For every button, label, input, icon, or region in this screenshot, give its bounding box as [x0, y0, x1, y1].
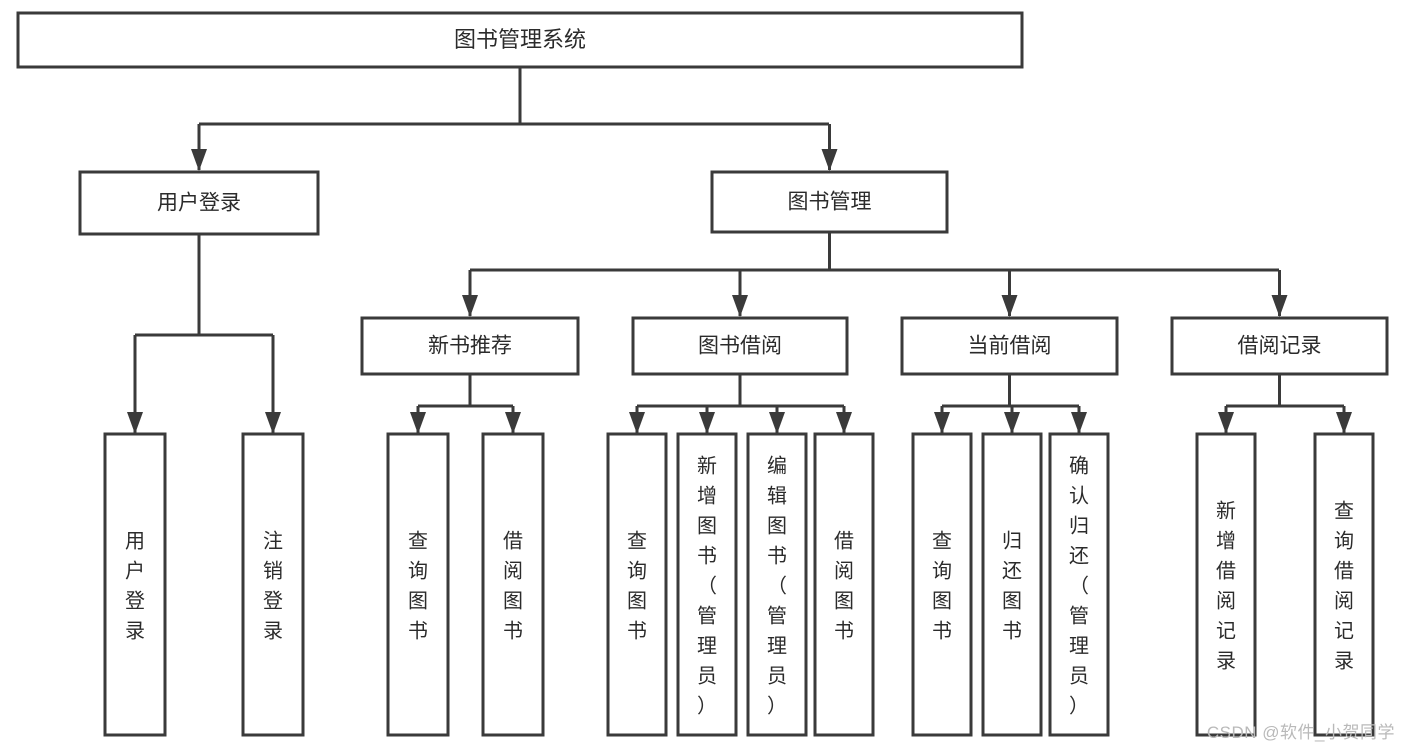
node-root-图书管理系统-label: 图书管理系统: [454, 27, 586, 52]
node-leaf-当前借阅-归还图书-label: 归还图书: [1002, 530, 1022, 643]
node-leaf-新书推荐-查询图书-label: 查询图书: [408, 530, 428, 643]
arrow-head-icon: [191, 149, 207, 171]
node-leaf-当前借阅-确认归还管理员-box: [1048, 432, 1110, 737]
node-leaf-新书推荐-查询图书[interactable]: 查询图书: [386, 432, 450, 737]
node-leaf-用户登录-注销登录-label: 注销登录: [263, 530, 283, 643]
node-leaf-图书借阅-借阅图书[interactable]: 借阅图书: [813, 432, 875, 737]
node-leaf-图书借阅-编辑图书管理员-label: 编辑图书（管理员）: [767, 455, 787, 718]
node-l2-用户登录-box: [78, 170, 320, 236]
node-leaf-图书借阅-新增图书管理员[interactable]: 新增图书（管理员）: [676, 432, 738, 737]
node-l3-图书借阅[interactable]: 图书借阅: [631, 316, 849, 376]
arrow-head-icon: [934, 412, 950, 434]
arrow-head-icon: [769, 412, 785, 434]
node-leaf-借阅记录-新增借阅记录-label: 新增借阅记录: [1216, 500, 1236, 673]
connector-layer: [127, 67, 1352, 434]
node-leaf-当前借阅-确认归还管理员-label: 确认归还（管理员）: [1069, 455, 1089, 718]
node-leaf-图书借阅-新增图书管理员-box: [676, 432, 738, 737]
arrow-head-icon: [1271, 295, 1288, 317]
node-l2-用户登录-label: 用户登录: [157, 192, 241, 215]
node-leaf-新书推荐-查询图书-box: [386, 432, 450, 737]
node-leaf-用户登录-用户登录-box: [103, 432, 167, 737]
node-l3-新书推荐-label: 新书推荐: [428, 335, 512, 358]
node-l3-新书推荐[interactable]: 新书推荐: [360, 316, 580, 376]
node-leaf-当前借阅-查询图书-label: 查询图书: [932, 530, 952, 643]
node-leaf-用户登录-注销登录-box: [241, 432, 305, 737]
node-l3-当前借阅-box: [900, 316, 1119, 376]
node-leaf-图书借阅-新增图书管理员-label: 新增图书（管理员）: [697, 455, 717, 718]
node-leaf-用户登录-注销登录[interactable]: 注销登录: [241, 432, 305, 737]
node-l3-新书推荐-box: [360, 316, 580, 376]
arrow-head-icon: [1071, 412, 1087, 434]
arrow-head-icon: [1336, 412, 1352, 434]
node-leaf-借阅记录-查询借阅记录[interactable]: 查询借阅记录: [1313, 432, 1375, 737]
node-l2-图书管理-label: 图书管理: [788, 191, 872, 214]
node-leaf-借阅记录-新增借阅记录-box: [1195, 432, 1257, 737]
node-l3-借阅记录[interactable]: 借阅记录: [1170, 316, 1389, 376]
arrow-head-icon: [1004, 412, 1020, 434]
node-l2-图书管理-box: [710, 170, 949, 234]
node-leaf-图书借阅-编辑图书管理员[interactable]: 编辑图书（管理员）: [746, 432, 808, 737]
node-l3-当前借阅-label: 当前借阅: [968, 335, 1052, 358]
node-leaf-图书借阅-查询图书[interactable]: 查询图书: [606, 432, 668, 737]
node-leaf-图书借阅-查询图书-label: 查询图书: [627, 530, 647, 643]
arrow-head-icon: [505, 412, 521, 434]
arrow-head-icon: [836, 412, 852, 434]
arrow-head-icon: [265, 412, 281, 434]
node-leaf-用户登录-用户登录-label: 用户登录: [125, 531, 145, 643]
node-leaf-借阅记录-查询借阅记录-box: [1313, 432, 1375, 737]
arrow-head-icon: [821, 149, 838, 171]
arrow-head-icon: [127, 412, 143, 434]
node-l2-用户登录[interactable]: 用户登录: [78, 170, 320, 236]
node-leaf-新书推荐-借阅图书-box: [481, 432, 545, 737]
node-leaf-图书借阅-借阅图书-label: 借阅图书: [834, 530, 854, 643]
node-l3-图书借阅-label: 图书借阅: [698, 335, 782, 358]
node-leaf-当前借阅-查询图书[interactable]: 查询图书: [911, 432, 973, 737]
node-leaf-图书借阅-编辑图书管理员-box: [746, 432, 808, 737]
arrow-head-icon: [699, 412, 715, 434]
node-leaf-借阅记录-新增借阅记录[interactable]: 新增借阅记录: [1195, 432, 1257, 737]
node-root-图书管理系统-box: [16, 11, 1024, 69]
arrow-head-icon: [410, 412, 426, 434]
node-leaf-图书借阅-借阅图书-box: [813, 432, 875, 737]
node-root-图书管理系统[interactable]: 图书管理系统: [16, 11, 1024, 69]
node-l3-借阅记录-label: 借阅记录: [1238, 335, 1322, 358]
node-leaf-当前借阅-归还图书[interactable]: 归还图书: [981, 432, 1043, 737]
node-leaf-当前借阅-归还图书-box: [981, 432, 1043, 737]
node-leaf-借阅记录-查询借阅记录-label: 查询借阅记录: [1334, 500, 1354, 673]
node-leaf-用户登录-用户登录[interactable]: 用户登录: [103, 432, 167, 737]
node-l3-当前借阅[interactable]: 当前借阅: [900, 316, 1119, 376]
node-layer: 图书管理系统用户登录图书管理新书推荐图书借阅当前借阅借阅记录用户登录注销登录查询…: [16, 11, 1389, 737]
node-leaf-当前借阅-确认归还管理员[interactable]: 确认归还（管理员）: [1048, 432, 1110, 737]
arrow-head-icon: [1001, 295, 1018, 317]
node-l3-图书借阅-box: [631, 316, 849, 376]
arrow-head-icon: [1218, 412, 1234, 434]
node-l3-借阅记录-box: [1170, 316, 1389, 376]
node-leaf-当前借阅-查询图书-box: [911, 432, 973, 737]
arrow-head-icon: [732, 295, 748, 317]
node-leaf-新书推荐-借阅图书-label: 借阅图书: [503, 530, 523, 643]
node-leaf-新书推荐-借阅图书[interactable]: 借阅图书: [481, 432, 545, 737]
arrow-head-icon: [629, 412, 645, 434]
arrow-head-icon: [462, 295, 478, 317]
node-l2-图书管理[interactable]: 图书管理: [710, 170, 949, 234]
node-leaf-图书借阅-查询图书-box: [606, 432, 668, 737]
